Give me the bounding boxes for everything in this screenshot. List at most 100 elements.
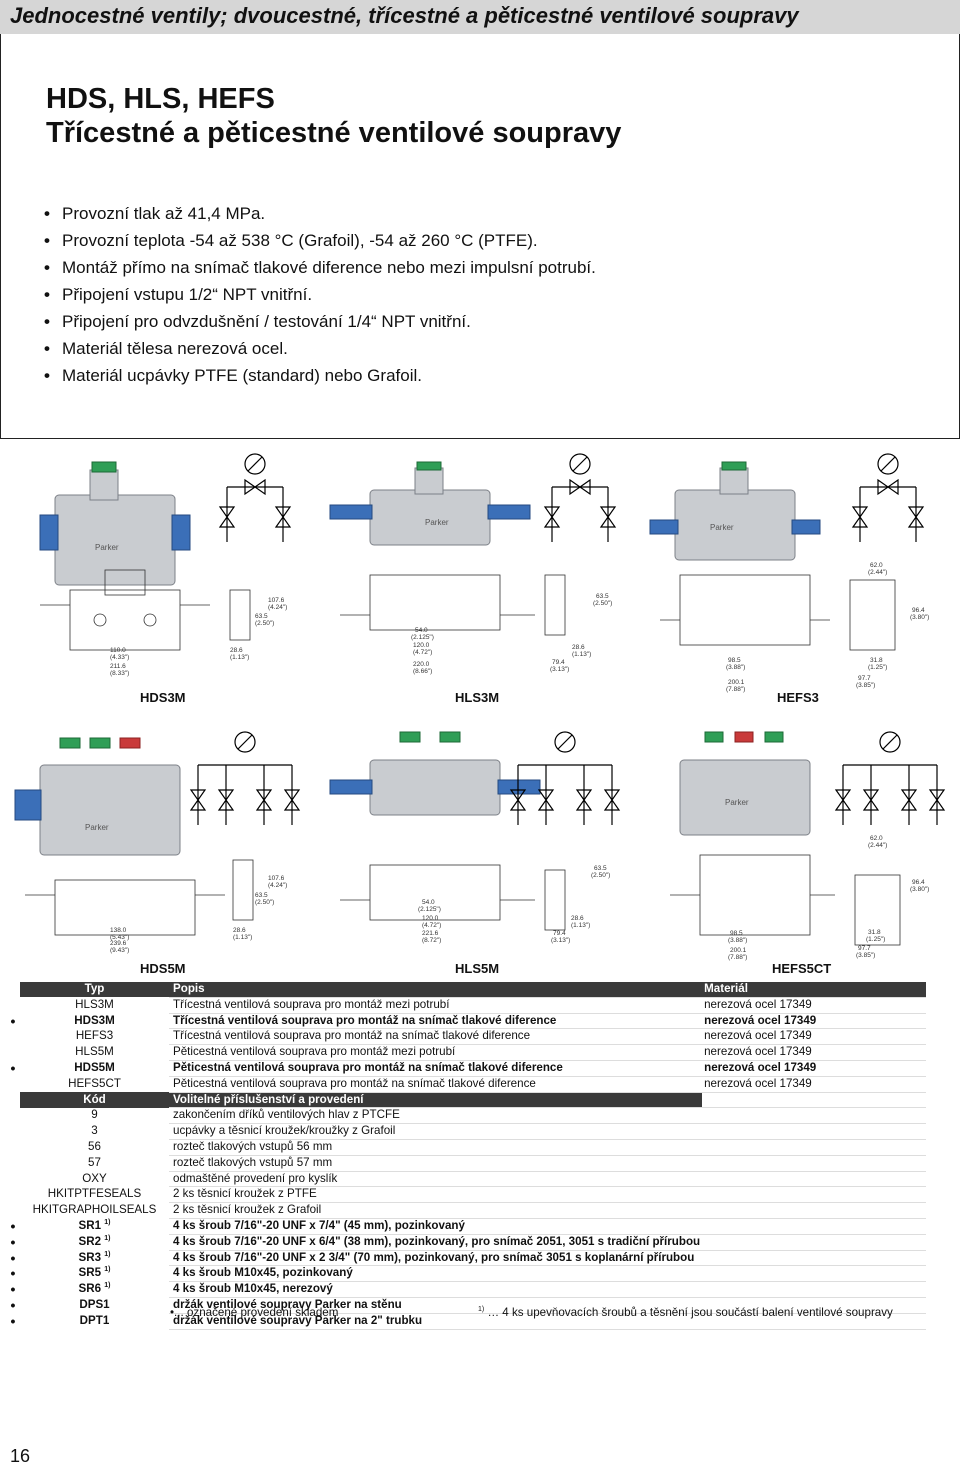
svg-text:(3.88"): (3.88") <box>728 937 747 944</box>
feature-item: Provozní teplota -54 až 538 °C (Grafoil)… <box>44 227 596 254</box>
option-blank <box>702 1202 926 1219</box>
option-blank <box>702 1250 926 1267</box>
svg-text:110.0: 110.0 <box>110 647 126 654</box>
row-material: nerezová ocel 17349 <box>702 1013 926 1030</box>
option-code: 9 <box>91 1108 98 1122</box>
row-desc: Pěticestná ventilová souprava pro montáž… <box>169 1044 703 1061</box>
svg-text:96.4: 96.4 <box>912 879 925 886</box>
header-options: Volitelné příslušenství a provedení <box>169 1092 703 1109</box>
svg-text:107.6: 107.6 <box>268 597 285 604</box>
option-row: •SR6 1)4 ks šroub M10x45, nerezový <box>6 1281 926 1298</box>
svg-text:(2.44"): (2.44") <box>868 842 887 849</box>
svg-text:120.0: 120.0 <box>422 915 439 922</box>
dims-hds5m: 138.0 (5.43") 239.6 (9.43") 107.6 (4.24"… <box>110 875 287 954</box>
svg-text:(4.72"): (4.72") <box>413 649 432 656</box>
option-code: SR1 <box>78 1218 102 1232</box>
stock-dot: • <box>10 1059 16 1076</box>
svg-text:239.6: 239.6 <box>110 940 127 947</box>
svg-text:(1.13"): (1.13") <box>233 934 252 941</box>
option-desc: držák ventilové soupravy Parker na stěnu <box>169 1297 703 1314</box>
header-spacer <box>6 982 20 998</box>
svg-text:54.0: 54.0 <box>422 899 435 906</box>
header-bar: Jednocestné ventily; dvoucestné, třícest… <box>0 0 960 34</box>
option-code: HKITGRAPHOILSEALS <box>32 1203 157 1217</box>
svg-text:(2.44"): (2.44") <box>868 569 887 576</box>
svg-text:Parker: Parker <box>425 518 449 527</box>
stock-dot <box>6 1108 20 1124</box>
svg-text:79.4: 79.4 <box>553 930 566 937</box>
row-code: HEFS3 <box>75 1029 114 1043</box>
bolts-note: 1) … 4 ks upevňovacích šroubů a těsnění … <box>478 1306 893 1319</box>
dims-hefs3: 62.0 (2.44") 96.4 (3.80") 98.5 (3.88") 2… <box>726 562 929 693</box>
svg-text:(3.85"): (3.85") <box>856 682 875 689</box>
header-title: Jednocestné ventily; dvoucestné, třícest… <box>10 3 799 28</box>
option-superscript: 1) <box>104 1282 111 1290</box>
option-blank <box>702 1186 926 1204</box>
dims-hls5m: 54.0 (2.125") 120.0 (4.72") 221.6 (8.72"… <box>418 865 610 944</box>
photo-hls3m: Parker <box>329 461 531 546</box>
option-code-cell: SR5 1) <box>20 1266 169 1282</box>
drawing-hds5m <box>25 859 254 936</box>
svg-text:(4.33"): (4.33") <box>110 654 129 661</box>
svg-text:(1.13"): (1.13") <box>230 654 249 661</box>
svg-text:(4.24"): (4.24") <box>268 882 287 889</box>
note-superscript: 1) <box>478 1306 485 1314</box>
option-superscript: 1) <box>104 1250 111 1258</box>
option-code-cell: HKITGRAPHOILSEALS <box>20 1203 169 1219</box>
svg-text:Parker: Parker <box>95 543 119 552</box>
row-desc: Pěticestná ventilová souprava pro montáž… <box>169 1060 703 1077</box>
svg-text:31.8: 31.8 <box>868 929 881 936</box>
svg-text:(1.13"): (1.13") <box>572 651 591 658</box>
model-label: HEFS5CT <box>772 961 832 976</box>
option-blank <box>702 1171 926 1188</box>
option-desc: 4 ks šroub 7/16"-20 UNF x 7/4" (45 mm), … <box>169 1218 703 1235</box>
schematic-3-valve <box>851 453 925 542</box>
stock-dot: • <box>10 1249 16 1266</box>
row-desc: Pěticestná ventilová souprava pro montáž… <box>169 1076 703 1093</box>
title-line-1: HDS, HLS, HEFS <box>46 83 275 115</box>
svg-text:(2.50"): (2.50") <box>593 600 612 607</box>
photo-hds5m: Parker <box>14 737 181 856</box>
stock-dot <box>6 1029 20 1045</box>
page-number: 16 <box>10 1446 31 1466</box>
header-kod: Kód <box>20 1092 169 1108</box>
option-row: HKITPTFESEALS 2 ks těsnicí kroužek z PTFE <box>6 1186 926 1204</box>
option-code: HKITPTFESEALS <box>47 1187 142 1201</box>
photo-hefs5ct: Parker <box>679 731 811 836</box>
figure-illustrations: Parker Parker Parker <box>14 453 946 961</box>
svg-text:(8.66"): (8.66") <box>413 668 432 675</box>
option-superscript: 1) <box>104 1219 111 1227</box>
stock-dot <box>6 1203 20 1219</box>
model-label: HDS3M <box>140 690 186 705</box>
option-row: •SR1 1)4 ks šroub 7/16"-20 UNF x 7/4" (4… <box>6 1218 926 1235</box>
svg-text:Parker: Parker <box>725 798 749 807</box>
option-blank <box>702 1313 926 1330</box>
dims-hds3m: 110.0 (4.33") 211.6 (8.33") 107.6 (4.24"… <box>110 597 287 677</box>
option-code-cell: DPT1 <box>20 1313 169 1329</box>
svg-text:Parker: Parker <box>710 523 734 532</box>
svg-text:107.6: 107.6 <box>268 875 285 882</box>
option-code-cell: SR6 1) <box>20 1282 169 1298</box>
header-typ: Typ <box>20 982 169 998</box>
row-material: nerezová ocel 17349 <box>702 997 926 1014</box>
svg-text:(4.72"): (4.72") <box>422 922 441 929</box>
option-blank <box>702 1139 926 1156</box>
stock-dot: • <box>10 1265 16 1282</box>
feature-item: Připojení pro odvzdušnění / testování 1/… <box>44 308 596 335</box>
option-blank <box>702 1281 926 1298</box>
option-desc: 2 ks těsnicí kroužek z PTFE <box>169 1186 703 1204</box>
feature-item: Materiál ucpávky PTFE (standard) nebo Gr… <box>44 362 596 389</box>
drawing-hds3m <box>40 569 251 651</box>
svg-text:28.6: 28.6 <box>572 644 585 651</box>
stock-dot <box>6 1139 20 1155</box>
svg-text:(2.125"): (2.125") <box>418 906 441 913</box>
row-code: HLS5M <box>75 1045 114 1059</box>
svg-text:(5.43"): (5.43") <box>110 934 129 941</box>
option-desc: rozteč tlakových vstupů 56 mm <box>169 1139 703 1156</box>
option-code: OXY <box>82 1171 107 1185</box>
